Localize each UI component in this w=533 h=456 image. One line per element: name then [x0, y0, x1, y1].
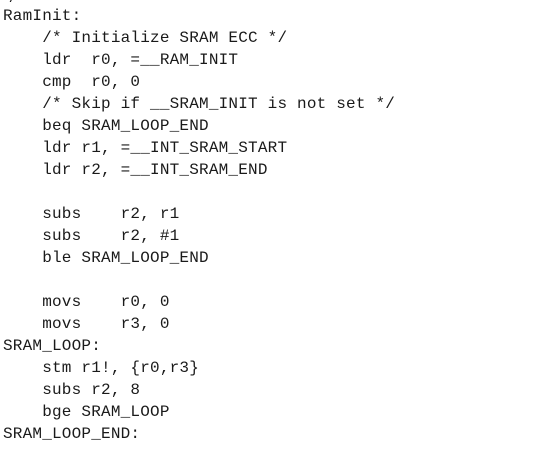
code-line-19: bge SRAM_LOOP [3, 403, 170, 421]
code-line-20: SRAM_LOOP_END: [3, 425, 141, 443]
code-line-16: SRAM_LOOP: [3, 337, 102, 355]
clipped-top-glyph: / [9, 0, 19, 4]
code-line-8: ldr r2, =__INT_SRAM_END [3, 161, 268, 179]
code-line-10: subs r2, r1 [3, 205, 180, 223]
code-line-7: ldr r1, =__INT_SRAM_START [3, 139, 288, 157]
code-line-12: ble SRAM_LOOP_END [3, 249, 209, 267]
code-line-2: /* Initialize SRAM ECC */ [3, 29, 288, 47]
code-line-15: movs r3, 0 [3, 315, 170, 333]
code-line-11: subs r2, #1 [3, 227, 180, 245]
code-line-4: cmp r0, 0 [3, 73, 141, 91]
code-line-17: stm r1!, {r0,r3} [3, 359, 200, 377]
code-line-3: ldr r0, =__RAM_INIT [3, 51, 239, 69]
code-line-1: RamInit: [3, 7, 82, 25]
code-line-18: subs r2, 8 [3, 381, 141, 399]
code-line-5: /* Skip if __SRAM_INIT is not set */ [3, 95, 396, 113]
code-line-14: movs r0, 0 [3, 293, 170, 311]
code-line-6: beq SRAM_LOOP_END [3, 117, 209, 135]
code-view: / RamInit: /* Initialize SRAM ECC */ ldr… [3, 0, 531, 456]
